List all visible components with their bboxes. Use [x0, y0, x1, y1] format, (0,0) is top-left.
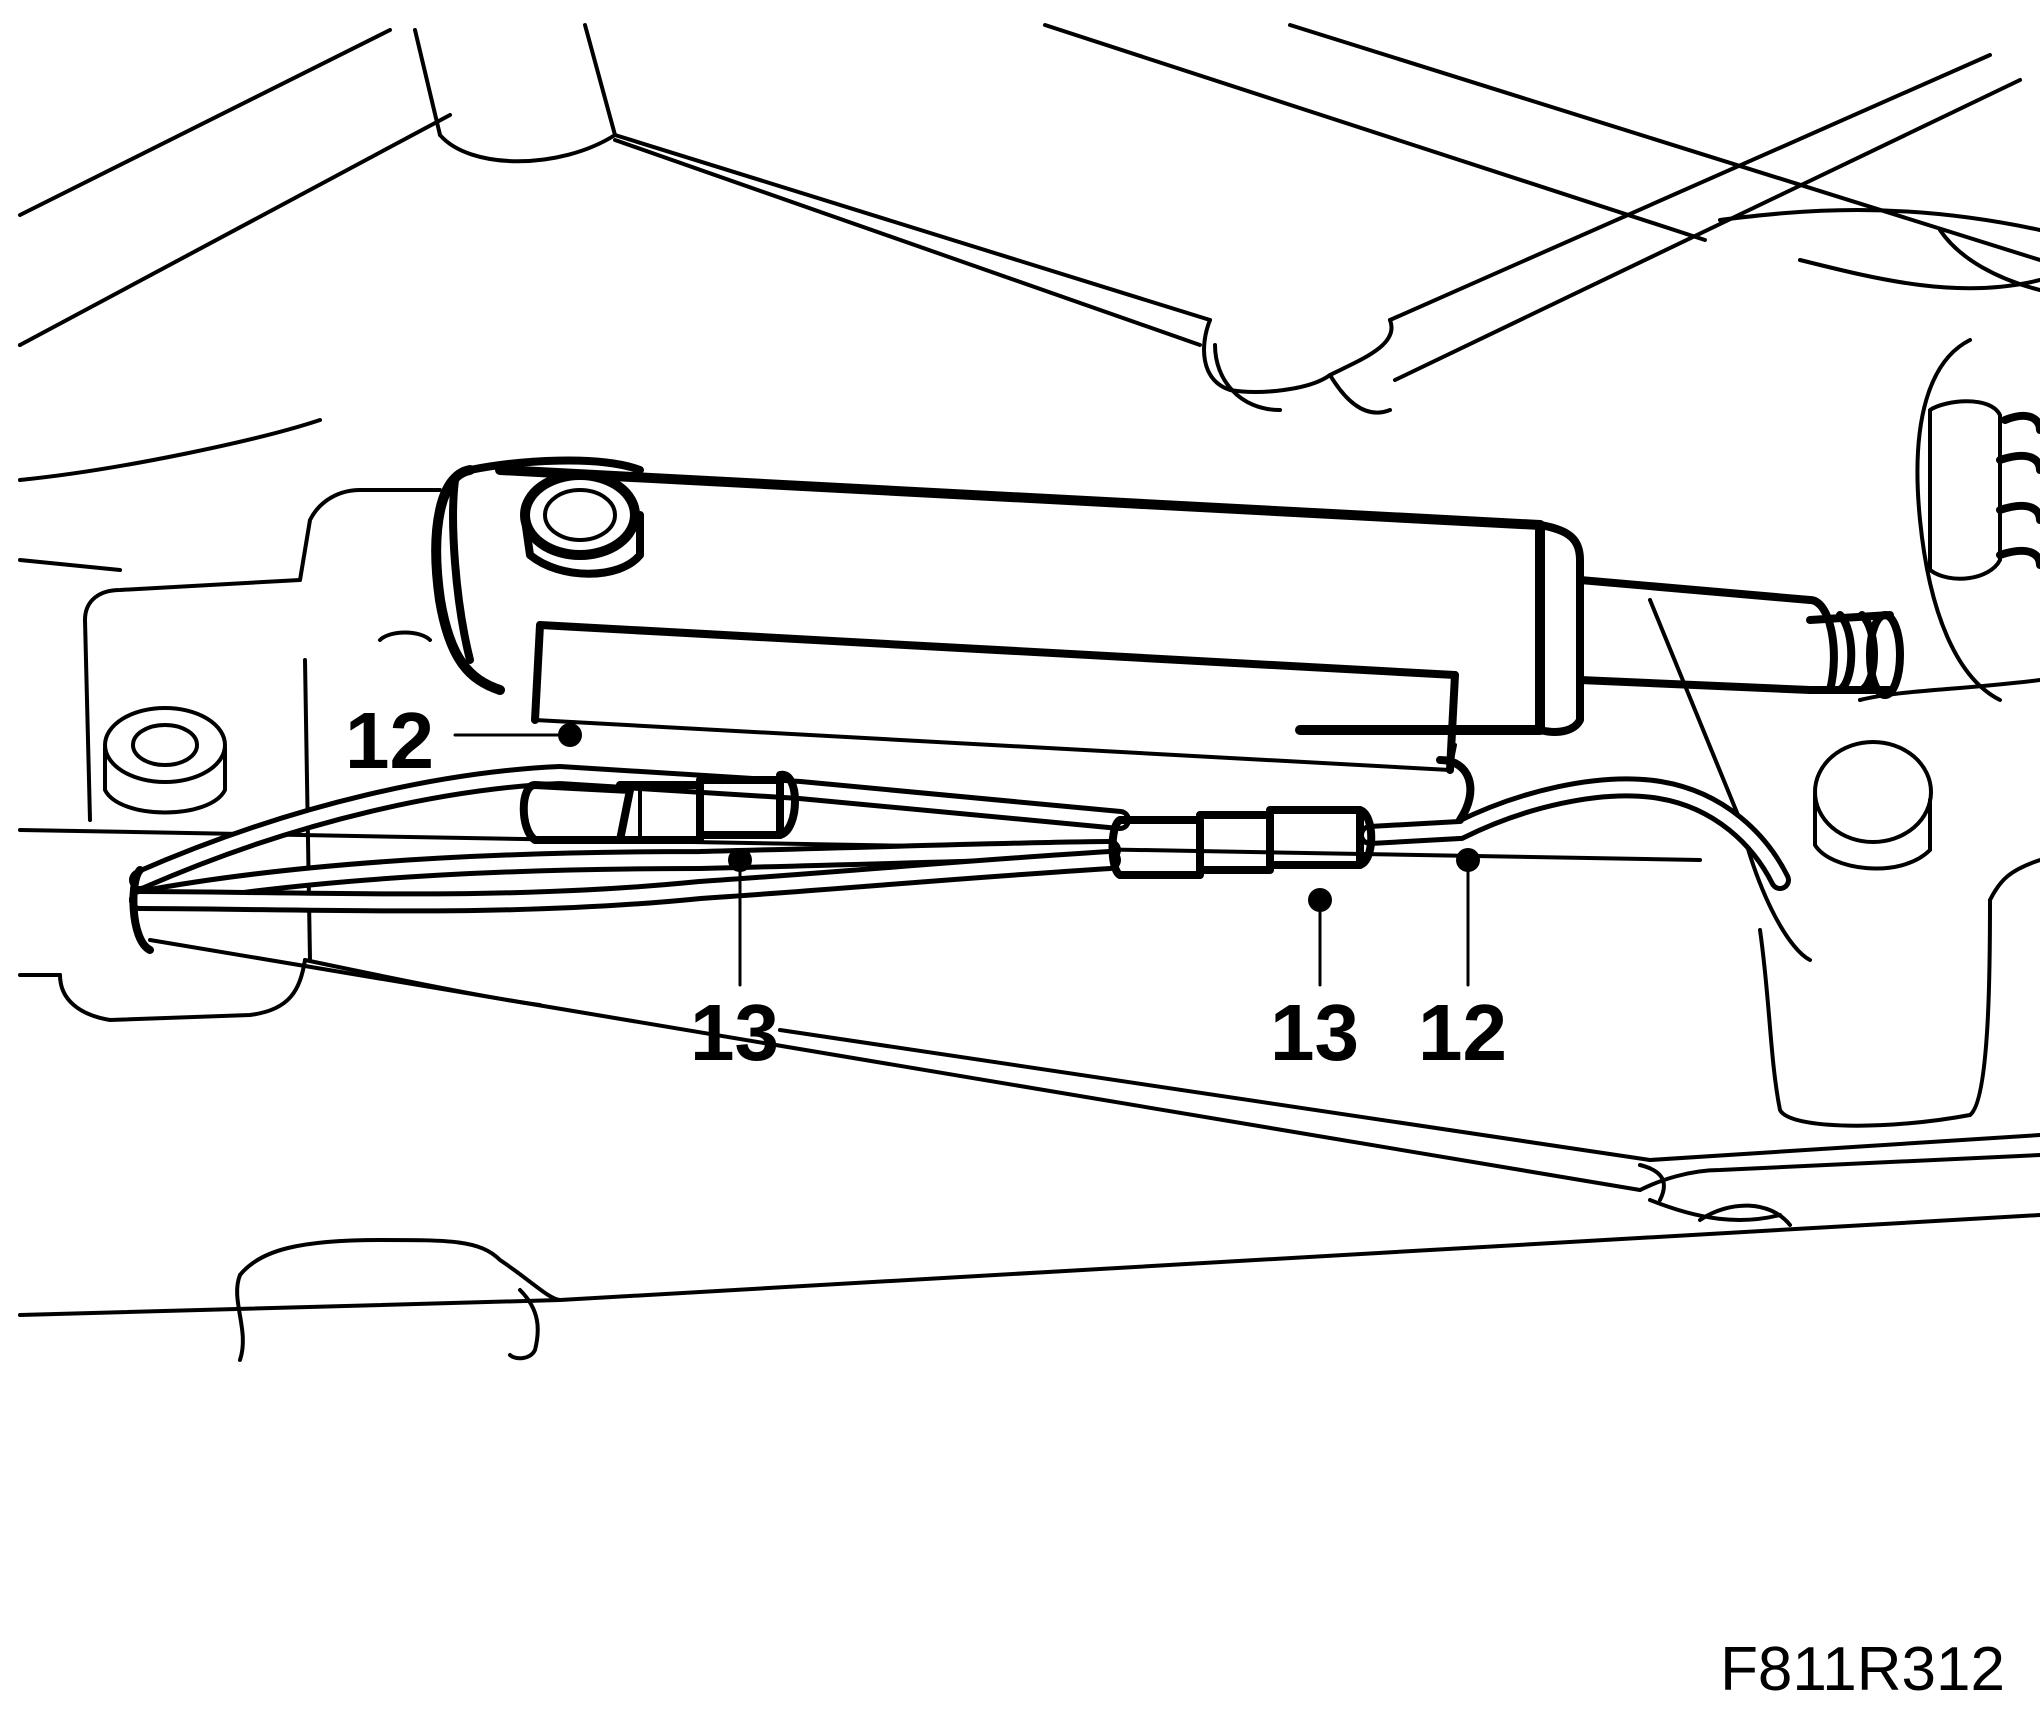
floor-rails	[18, 828, 2040, 1362]
callout-dot-c1	[558, 723, 582, 747]
leader-lines	[453, 733, 1470, 987]
upper-frame	[18, 23, 2040, 572]
callout-label: 13	[1270, 988, 1359, 1077]
connector-right	[1108, 806, 1376, 879]
wiring-harness	[129, 756, 1791, 954]
callout-dot-c3	[1308, 888, 1332, 912]
piston-rod	[1576, 576, 1904, 699]
figure-id: F811R312	[1720, 1635, 2005, 1704]
connector-left	[519, 770, 799, 844]
left-bracket	[58, 488, 442, 1022]
callout-label: 13	[690, 988, 779, 1077]
actuator-cylinder	[378, 456, 1584, 774]
right-structure	[1648, 338, 2040, 1128]
callout-dot-c2	[728, 848, 752, 872]
callout-dot-c4	[1456, 848, 1480, 872]
callout-label: 12	[345, 696, 434, 785]
callout-label: 12	[1418, 988, 1507, 1077]
